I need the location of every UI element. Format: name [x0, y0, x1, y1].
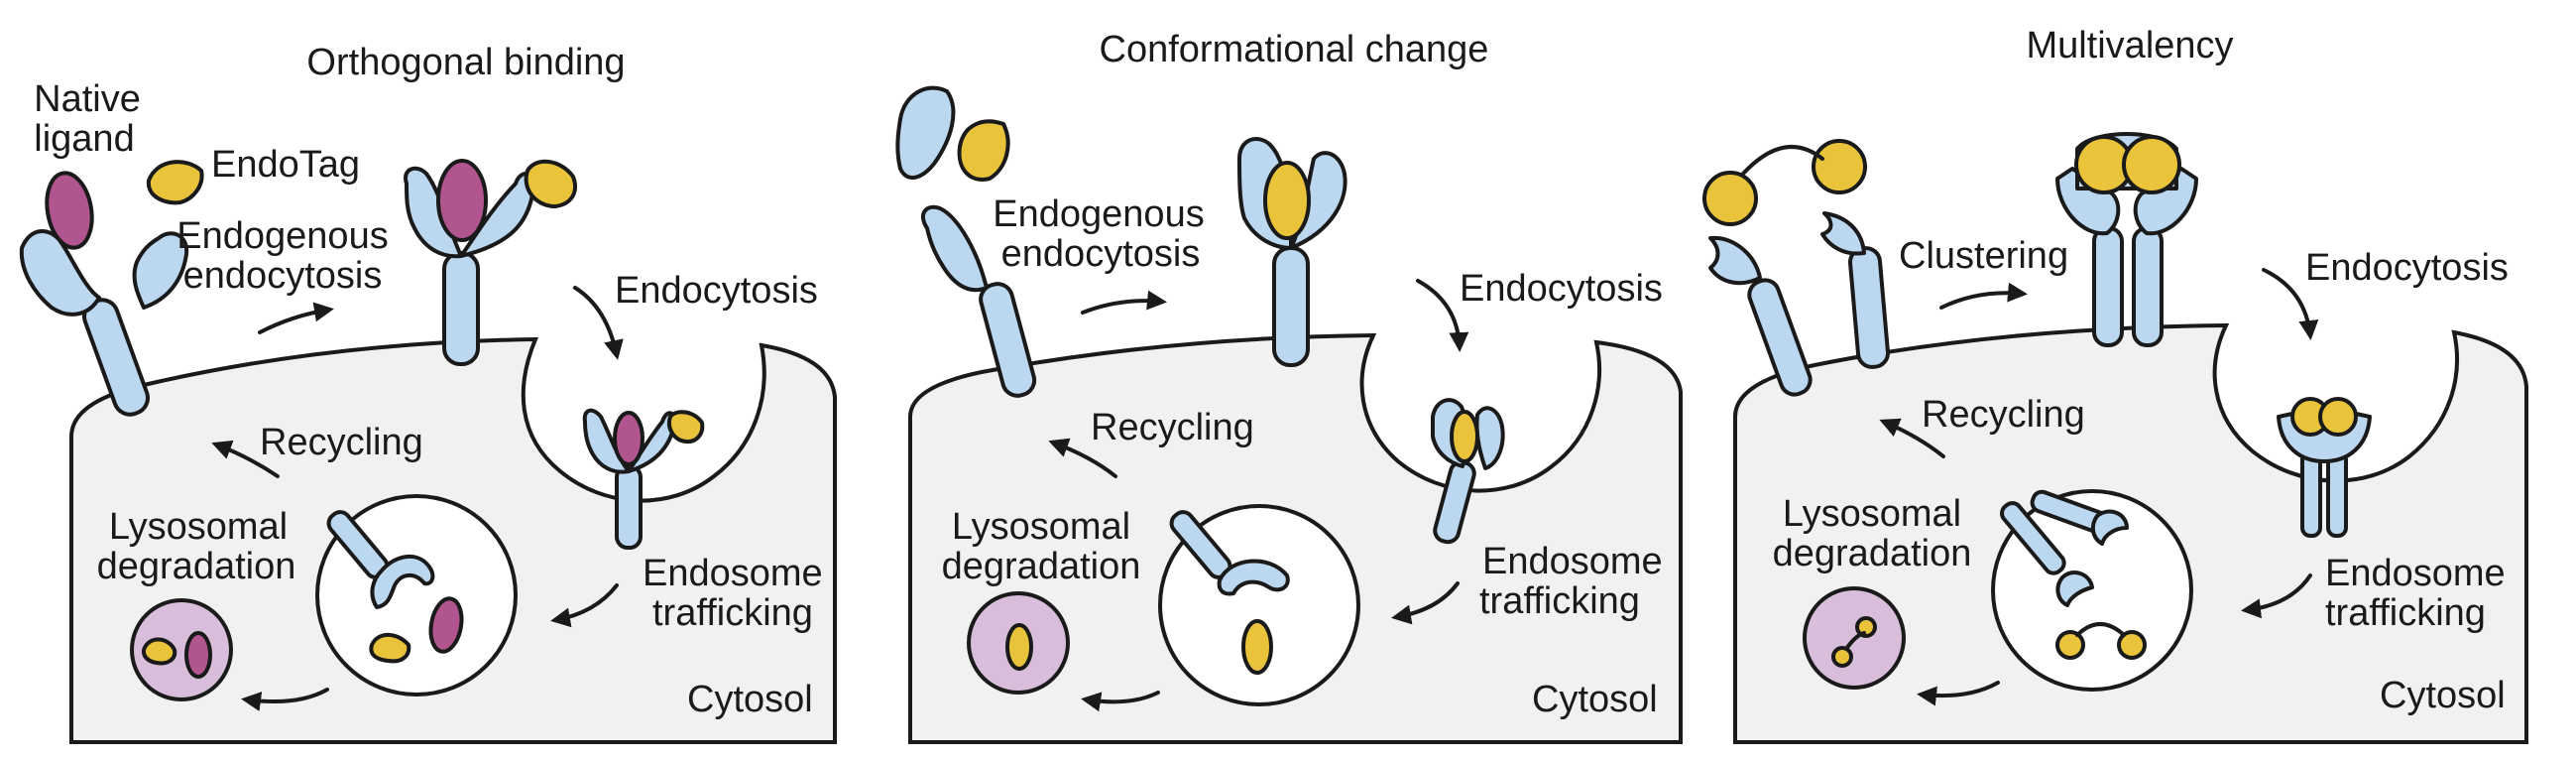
arrow-endogenous-endocytosis — [1081, 290, 1167, 315]
panel-conformational-change: Conformational change — [895, 29, 1683, 744]
endocytosis-label: Endocytosis — [2305, 247, 2509, 289]
lysosomal-degradation-label: degradation — [1773, 533, 1972, 574]
arrow-lysosomal — [241, 688, 329, 711]
lysosomal-degradation-label: degradation — [97, 546, 296, 587]
budding-endosome-receptor — [1431, 398, 1505, 545]
lysosomal-degradation-label: Lysosomal — [952, 506, 1130, 548]
budding-endosome-receptor — [2277, 397, 2372, 538]
bivalent-linker — [2075, 622, 2126, 637]
native-ligand — [436, 159, 488, 242]
endocytosis-label: Endocytosis — [615, 270, 818, 312]
panel-title: Orthogonal binding — [306, 42, 625, 83]
endosome-trafficking-label: trafficking — [1479, 580, 1640, 622]
arrow-endogenous-endocytosis — [258, 302, 334, 334]
bivalent-linker — [1741, 145, 1824, 176]
panel-title: Multivalency — [2026, 25, 2233, 66]
recycling-label: Recycling — [1091, 407, 1254, 448]
arrow-endosome-trafficking — [1391, 581, 1460, 625]
panel-orthogonal-binding: Orthogonal binding — [19, 42, 837, 744]
endogenous-endocytosis-label: Endogenous — [993, 193, 1204, 235]
clustered-receptors — [2055, 132, 2198, 347]
arrow-recycling — [211, 440, 280, 478]
arrow-lysosomal — [1081, 691, 1160, 712]
receptor-bound-ligand — [404, 159, 577, 366]
cytosol-label: Cytosol — [687, 679, 813, 720]
endosome-trafficking-label: trafficking — [2325, 592, 2486, 634]
endosome-trafficking-label: trafficking — [652, 592, 813, 634]
lysosomal-degradation-label: degradation — [942, 546, 1141, 587]
receptor-closed-conformation — [1237, 137, 1347, 367]
endosome-contents — [326, 510, 464, 664]
lysosomal-degradation-label: Lysosomal — [1783, 493, 1961, 535]
bivalent-linker — [1844, 631, 1866, 651]
arrow-endocytosis — [1416, 279, 1469, 352]
endosome-contents — [2000, 489, 2147, 660]
clustering-label: Clustering — [1899, 235, 2068, 277]
endosome-trafficking-label: Endosome — [643, 553, 823, 594]
arrow-recycling — [1879, 418, 1945, 458]
arrow-clustering — [1939, 282, 2028, 310]
arrow-endosome-trafficking — [2241, 573, 2312, 619]
endotag-label: EndoTag — [211, 144, 360, 186]
endosome-trafficking-label: Endosome — [2325, 553, 2506, 594]
endogenous-endocytosis-label: Endogenous — [176, 215, 388, 257]
endotag-ligand — [146, 160, 204, 205]
arrow-endocytosis — [2262, 268, 2319, 340]
endosome-contents — [1169, 510, 1290, 675]
cytosol-label: Cytosol — [2380, 675, 2506, 716]
receptor-open-conformation — [895, 85, 1037, 398]
endogenous-endocytosis-label: endocytosis — [1001, 233, 1201, 275]
recycling-label: Recycling — [260, 422, 423, 463]
arrow-lysosomal — [1917, 681, 2000, 706]
endotag-ligand — [524, 160, 577, 209]
receptor-unbound — [19, 229, 189, 417]
receptors-with-bivalent-binder — [1702, 139, 1891, 397]
native-ligand — [45, 171, 94, 250]
panel-multivalency: Multivalency — [1702, 25, 2528, 744]
lysosomal-degradation-label: Lysosomal — [109, 506, 288, 548]
recycling-label: Recycling — [1922, 394, 2085, 436]
endocytosis-label: Endocytosis — [1460, 268, 1663, 310]
native-ligand-label: Native — [34, 78, 141, 120]
endogenous-endocytosis-label: endocytosis — [183, 255, 383, 297]
endosome-trafficking-label: Endosome — [1482, 541, 1663, 582]
lysosome — [130, 598, 233, 701]
panel-title: Conformational change — [1100, 29, 1489, 70]
arrow-endosome-trafficking — [550, 583, 619, 628]
native-ligand-label: ligand — [34, 118, 134, 160]
arrow-recycling — [1048, 438, 1117, 478]
cytosol-label: Cytosol — [1532, 679, 1658, 720]
budding-endosome-receptor — [582, 408, 705, 550]
arrow-endocytosis — [573, 286, 624, 360]
